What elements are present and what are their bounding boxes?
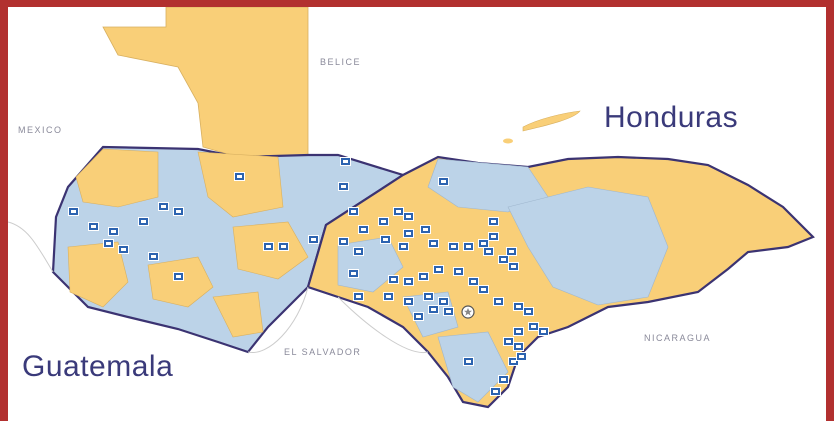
school-marker-icon[interactable] xyxy=(468,277,479,286)
school-marker-icon[interactable] xyxy=(338,237,349,246)
school-marker-icon[interactable] xyxy=(308,235,319,244)
neighbor-border-2 xyxy=(337,296,429,354)
school-marker-icon[interactable] xyxy=(508,357,519,366)
school-marker-icon[interactable] xyxy=(420,225,431,234)
school-marker-icon[interactable] xyxy=(348,269,359,278)
school-marker-icon[interactable] xyxy=(506,247,517,256)
school-marker-icon[interactable] xyxy=(428,239,439,248)
dept-hn-1 xyxy=(427,158,549,213)
school-marker-icon[interactable] xyxy=(118,245,129,254)
school-marker-icon[interactable] xyxy=(103,239,114,248)
school-marker-icon[interactable] xyxy=(453,267,464,276)
school-marker-icon[interactable] xyxy=(413,312,424,321)
school-marker-icon[interactable] xyxy=(528,322,539,331)
school-marker-icon[interactable] xyxy=(378,217,389,226)
school-marker-icon[interactable] xyxy=(338,182,349,191)
dept-gt-6 xyxy=(212,291,264,338)
school-marker-icon[interactable] xyxy=(513,327,524,336)
label-belice: BELICE xyxy=(320,57,362,67)
label-honduras: Honduras xyxy=(604,101,739,134)
neighbor-border xyxy=(8,221,54,273)
school-marker-icon[interactable] xyxy=(448,242,459,251)
school-marker-icon[interactable] xyxy=(438,297,449,306)
school-marker-icon[interactable] xyxy=(463,357,474,366)
school-marker-icon[interactable] xyxy=(403,212,414,221)
school-marker-icon[interactable] xyxy=(88,222,99,231)
school-marker-icon[interactable] xyxy=(388,275,399,284)
school-marker-icon[interactable] xyxy=(423,292,434,301)
school-marker-icon[interactable] xyxy=(403,229,414,238)
school-marker-icon[interactable] xyxy=(398,242,409,251)
school-marker-icon[interactable] xyxy=(403,297,414,306)
school-marker-icon[interactable] xyxy=(418,272,429,281)
school-marker-icon[interactable] xyxy=(234,172,245,181)
school-marker-icon[interactable] xyxy=(478,285,489,294)
school-marker-icon[interactable] xyxy=(353,247,364,256)
capital-star-icon xyxy=(461,305,475,319)
school-marker-icon[interactable] xyxy=(403,277,414,286)
dept-gt-4 xyxy=(147,256,214,308)
coast-line xyxy=(247,286,309,354)
school-marker-icon[interactable] xyxy=(438,177,449,186)
school-marker-icon[interactable] xyxy=(513,342,524,351)
school-marker-icon[interactable] xyxy=(68,207,79,216)
school-marker-icon[interactable] xyxy=(483,247,494,256)
school-marker-icon[interactable] xyxy=(380,235,391,244)
school-marker-icon[interactable] xyxy=(508,262,519,271)
school-marker-icon[interactable] xyxy=(503,337,514,346)
school-marker-icon[interactable] xyxy=(278,242,289,251)
label-nicaragua: NICARAGUA xyxy=(644,333,712,343)
school-marker-icon[interactable] xyxy=(173,207,184,216)
school-marker-icon[interactable] xyxy=(383,292,394,301)
dept-hn-2 xyxy=(507,186,669,306)
school-marker-icon[interactable] xyxy=(498,375,509,384)
school-marker-icon[interactable] xyxy=(488,232,499,241)
school-marker-icon[interactable] xyxy=(358,225,369,234)
school-marker-icon[interactable] xyxy=(513,302,524,311)
school-marker-icon[interactable] xyxy=(493,297,504,306)
school-marker-icon[interactable] xyxy=(490,387,501,396)
school-marker-icon[interactable] xyxy=(433,265,444,274)
region-peten xyxy=(102,7,309,158)
label-mexico: MEXICO xyxy=(18,125,63,135)
dept-gt-2 xyxy=(197,151,284,218)
school-marker-icon[interactable] xyxy=(108,227,119,236)
school-marker-icon[interactable] xyxy=(353,292,364,301)
school-marker-icon[interactable] xyxy=(138,217,149,226)
bay-island-small xyxy=(503,138,513,144)
school-marker-icon[interactable] xyxy=(340,157,351,166)
school-marker-icon[interactable] xyxy=(428,305,439,314)
school-marker-icon[interactable] xyxy=(443,307,454,316)
school-marker-icon[interactable] xyxy=(538,327,549,336)
map-canvas xyxy=(8,7,815,409)
school-marker-icon[interactable] xyxy=(158,202,169,211)
school-marker-icon[interactable] xyxy=(393,207,404,216)
school-marker-icon[interactable] xyxy=(498,255,509,264)
school-marker-icon[interactable] xyxy=(263,242,274,251)
school-marker-icon[interactable] xyxy=(148,252,159,261)
label-el-salvador: EL SALVADOR xyxy=(284,347,362,357)
school-marker-icon[interactable] xyxy=(523,307,534,316)
map-frame: Honduras Guatemala MEXICO BELICE EL SALV… xyxy=(8,7,826,421)
label-guatemala: Guatemala xyxy=(22,350,174,383)
school-marker-icon[interactable] xyxy=(463,242,474,251)
school-marker-icon[interactable] xyxy=(173,272,184,281)
bay-islands xyxy=(522,110,581,132)
school-marker-icon[interactable] xyxy=(516,352,527,361)
dept-gt-1 xyxy=(75,148,159,208)
school-marker-icon[interactable] xyxy=(348,207,359,216)
school-marker-icon[interactable] xyxy=(488,217,499,226)
